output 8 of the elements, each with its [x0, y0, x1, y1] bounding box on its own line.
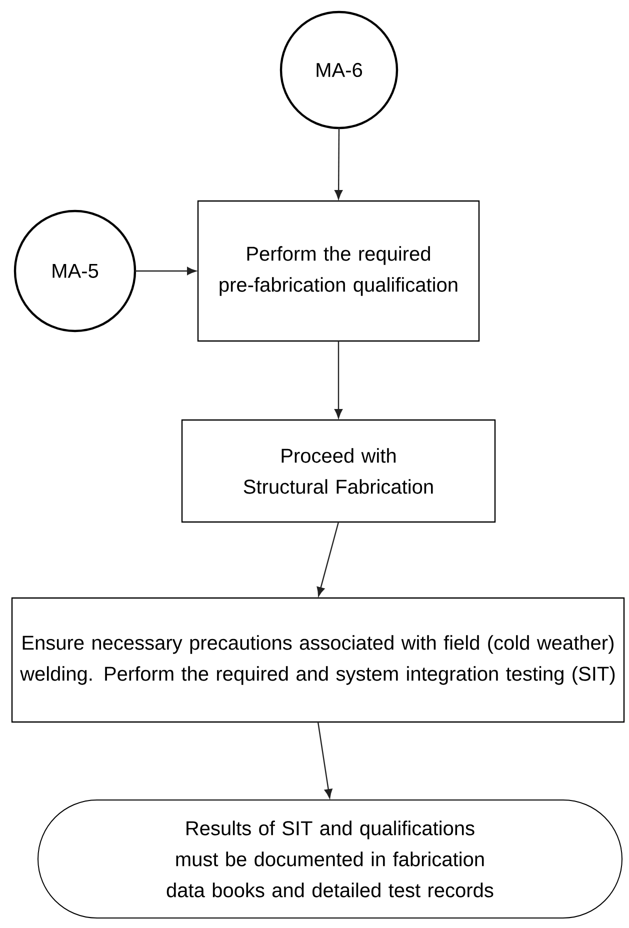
- process-box: Ensure necessary precautions associated with field (cold weather) welding. Perform the required and system integration testing (SIT): [11, 597, 625, 723]
- process-box: Proceed with Structural Fabrication: [181, 419, 496, 523]
- arrow: [317, 722, 332, 798]
- arrow: [334, 341, 343, 418]
- arrow: [135, 266, 196, 275]
- process-box: Perform the required pre-fabrication qualification: [197, 200, 480, 342]
- arrow: [316, 522, 340, 596]
- arrow: [334, 128, 343, 200]
